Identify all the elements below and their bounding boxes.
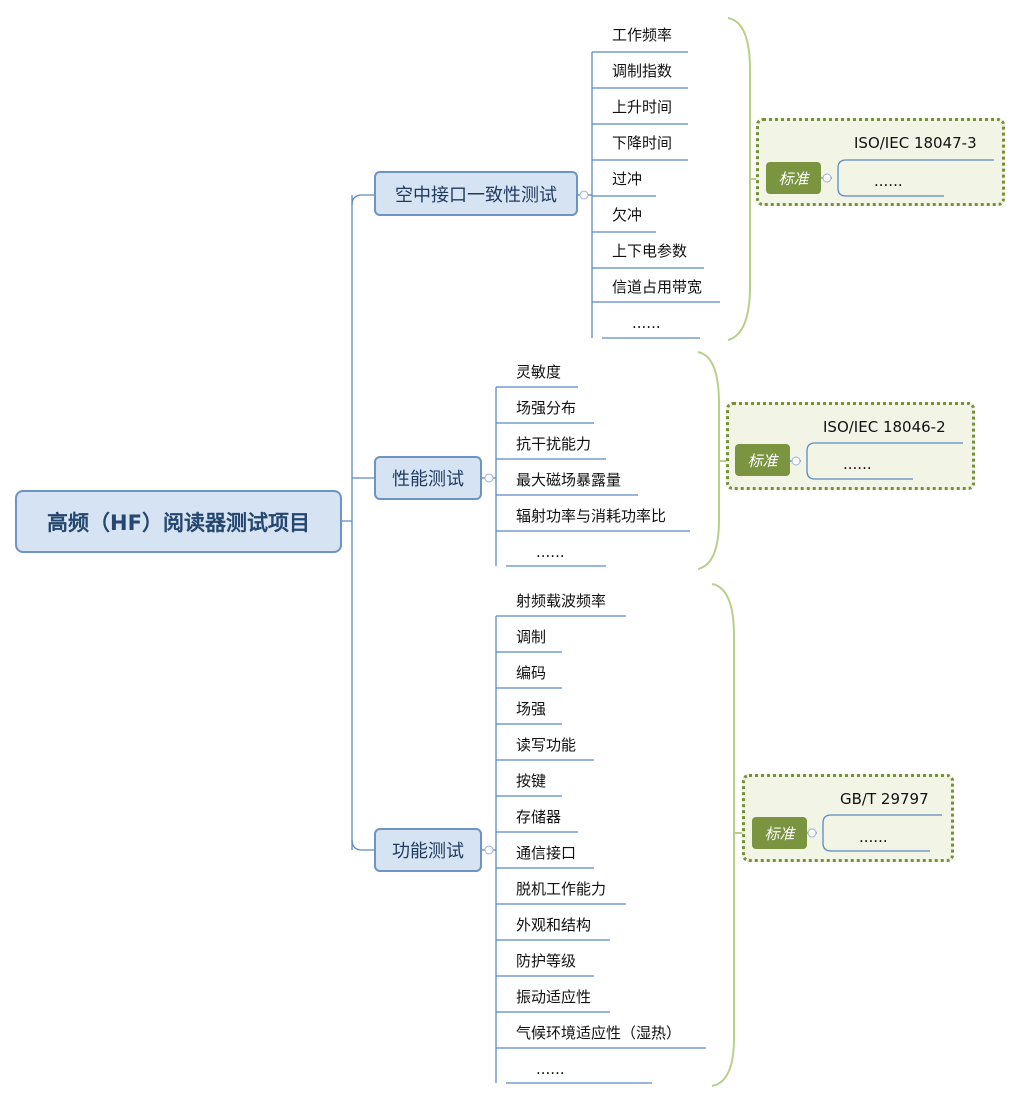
leaf-item[interactable]: 调制指数 <box>612 62 673 80</box>
leaf-item[interactable]: ...... <box>536 543 565 561</box>
leaf-item[interactable]: 场强 <box>516 700 547 718</box>
branch-3-leaf-lines <box>482 615 706 1084</box>
collapse-toggle-1[interactable] <box>579 190 589 200</box>
standard-item[interactable]: ...... <box>843 455 872 473</box>
leaf-item[interactable]: 场强分布 <box>516 399 577 417</box>
leaf-item[interactable]: 气候环境适应性（湿热） <box>516 1024 682 1042</box>
leaf-item[interactable]: 下降时间 <box>612 134 673 152</box>
root-topic-label: 高频（HF）阅读器测试项目 <box>47 510 310 535</box>
leaf-item[interactable]: 通信接口 <box>516 844 577 862</box>
standard-item[interactable]: ...... <box>874 172 903 190</box>
leaf-item[interactable]: 存储器 <box>516 808 562 826</box>
standard-item[interactable]: ...... <box>859 828 888 846</box>
standard-item[interactable]: GB/T 29797 <box>840 790 929 808</box>
standard-label[interactable]: 标准 <box>766 162 821 194</box>
leaf-item[interactable]: 抗干扰能力 <box>516 435 592 453</box>
branch-label: 空中接口一致性测试 <box>395 184 557 206</box>
leaf-item[interactable]: 振动适应性 <box>516 988 592 1006</box>
leaf-item[interactable]: 上下电参数 <box>612 242 688 260</box>
leaf-item[interactable]: 射频载波频率 <box>516 592 607 610</box>
standard-item[interactable]: ISO/IEC 18046-2 <box>823 418 946 436</box>
standard-toggle-1[interactable] <box>822 173 832 183</box>
leaf-item[interactable]: 编码 <box>516 664 547 682</box>
branch-label: 性能测试 <box>392 469 464 490</box>
standard-toggle-3[interactable] <box>807 828 817 838</box>
leaf-item[interactable]: 信道占用带宽 <box>612 278 703 296</box>
leaf-item[interactable]: 欠冲 <box>612 206 643 224</box>
standard-toggle-2[interactable] <box>791 456 801 466</box>
leaf-item[interactable]: 上升时间 <box>612 98 673 116</box>
standard-item[interactable]: ISO/IEC 18047-3 <box>854 134 977 152</box>
leaf-item[interactable]: 脱机工作能力 <box>516 880 607 898</box>
leaf-item[interactable]: 外观和结构 <box>516 916 592 934</box>
leaf-item[interactable]: 工作频率 <box>612 26 673 44</box>
summary-bracket-3 <box>711 583 735 1087</box>
leaf-item[interactable]: 防护等级 <box>516 952 577 970</box>
branch-connector-3 <box>351 839 374 851</box>
trunk-line <box>342 195 353 850</box>
standard-label[interactable]: 标准 <box>752 817 807 849</box>
branch-topic-function[interactable]: 功能测试 <box>374 828 482 872</box>
leaf-item[interactable]: 过冲 <box>612 170 643 188</box>
branch-2-leaf-lines <box>482 386 690 567</box>
branch-label: 功能测试 <box>392 841 464 862</box>
leaf-item[interactable]: ...... <box>632 314 661 332</box>
leaf-item[interactable]: 调制 <box>516 628 547 646</box>
leaf-item[interactable]: 灵敏度 <box>516 363 562 381</box>
branch-topic-air-interface[interactable]: 空中接口一致性测试 <box>374 171 578 216</box>
branch-connector-1 <box>351 194 374 206</box>
summary-bracket-2 <box>697 351 720 570</box>
leaf-item[interactable]: 最大磁场暴露量 <box>516 471 622 489</box>
leaf-item[interactable]: 辐射功率与消耗功率比 <box>516 507 667 525</box>
collapse-toggle-3[interactable] <box>484 845 494 855</box>
leaf-item[interactable]: 读写功能 <box>516 736 577 754</box>
root-topic[interactable]: 高频（HF）阅读器测试项目 <box>15 490 342 553</box>
leaf-item[interactable]: ...... <box>536 1060 565 1078</box>
collapse-toggle-2[interactable] <box>484 473 494 483</box>
leaf-item[interactable]: 按键 <box>516 772 547 790</box>
standard-label[interactable]: 标准 <box>735 444 790 476</box>
branch-topic-performance[interactable]: 性能测试 <box>374 456 482 500</box>
